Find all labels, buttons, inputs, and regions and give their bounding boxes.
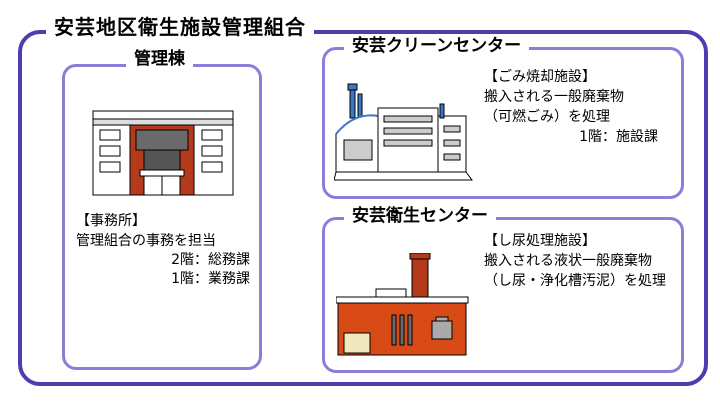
- eisei-heading: 【し尿処理施設】: [484, 233, 596, 249]
- admin-floor2: 2階：総務課: [171, 252, 250, 268]
- main-title: 安芸地区衛生施設管理組合: [46, 17, 314, 37]
- clean-heading: 【ごみ焼却施設】: [484, 69, 596, 85]
- admin-building-illustration: [92, 110, 234, 196]
- incineration-plant-illustration: [334, 83, 473, 181]
- clean-center-title: 安芸クリーンセンター: [344, 38, 530, 55]
- admin-floor1: 1階：業務課: [171, 271, 250, 287]
- clean-line2: （可燃ごみ）を処理: [484, 109, 610, 125]
- sanitation-center-title: 安芸衛生センター: [344, 208, 496, 225]
- clean-floor1: 1階：施設課: [579, 129, 658, 145]
- sewage-plant-illustration: [336, 253, 469, 356]
- eisei-line2: （し尿・浄化槽汚泥）を処理: [484, 273, 666, 289]
- clean-line1: 搬入される一般廃棄物: [484, 89, 624, 105]
- eisei-line1: 搬入される液状一般廃棄物: [484, 253, 652, 269]
- admin-building-title: 管理棟: [126, 51, 193, 68]
- admin-heading: 【事務所】: [76, 213, 146, 229]
- admin-desc: 管理組合の事務を担当: [76, 233, 216, 249]
